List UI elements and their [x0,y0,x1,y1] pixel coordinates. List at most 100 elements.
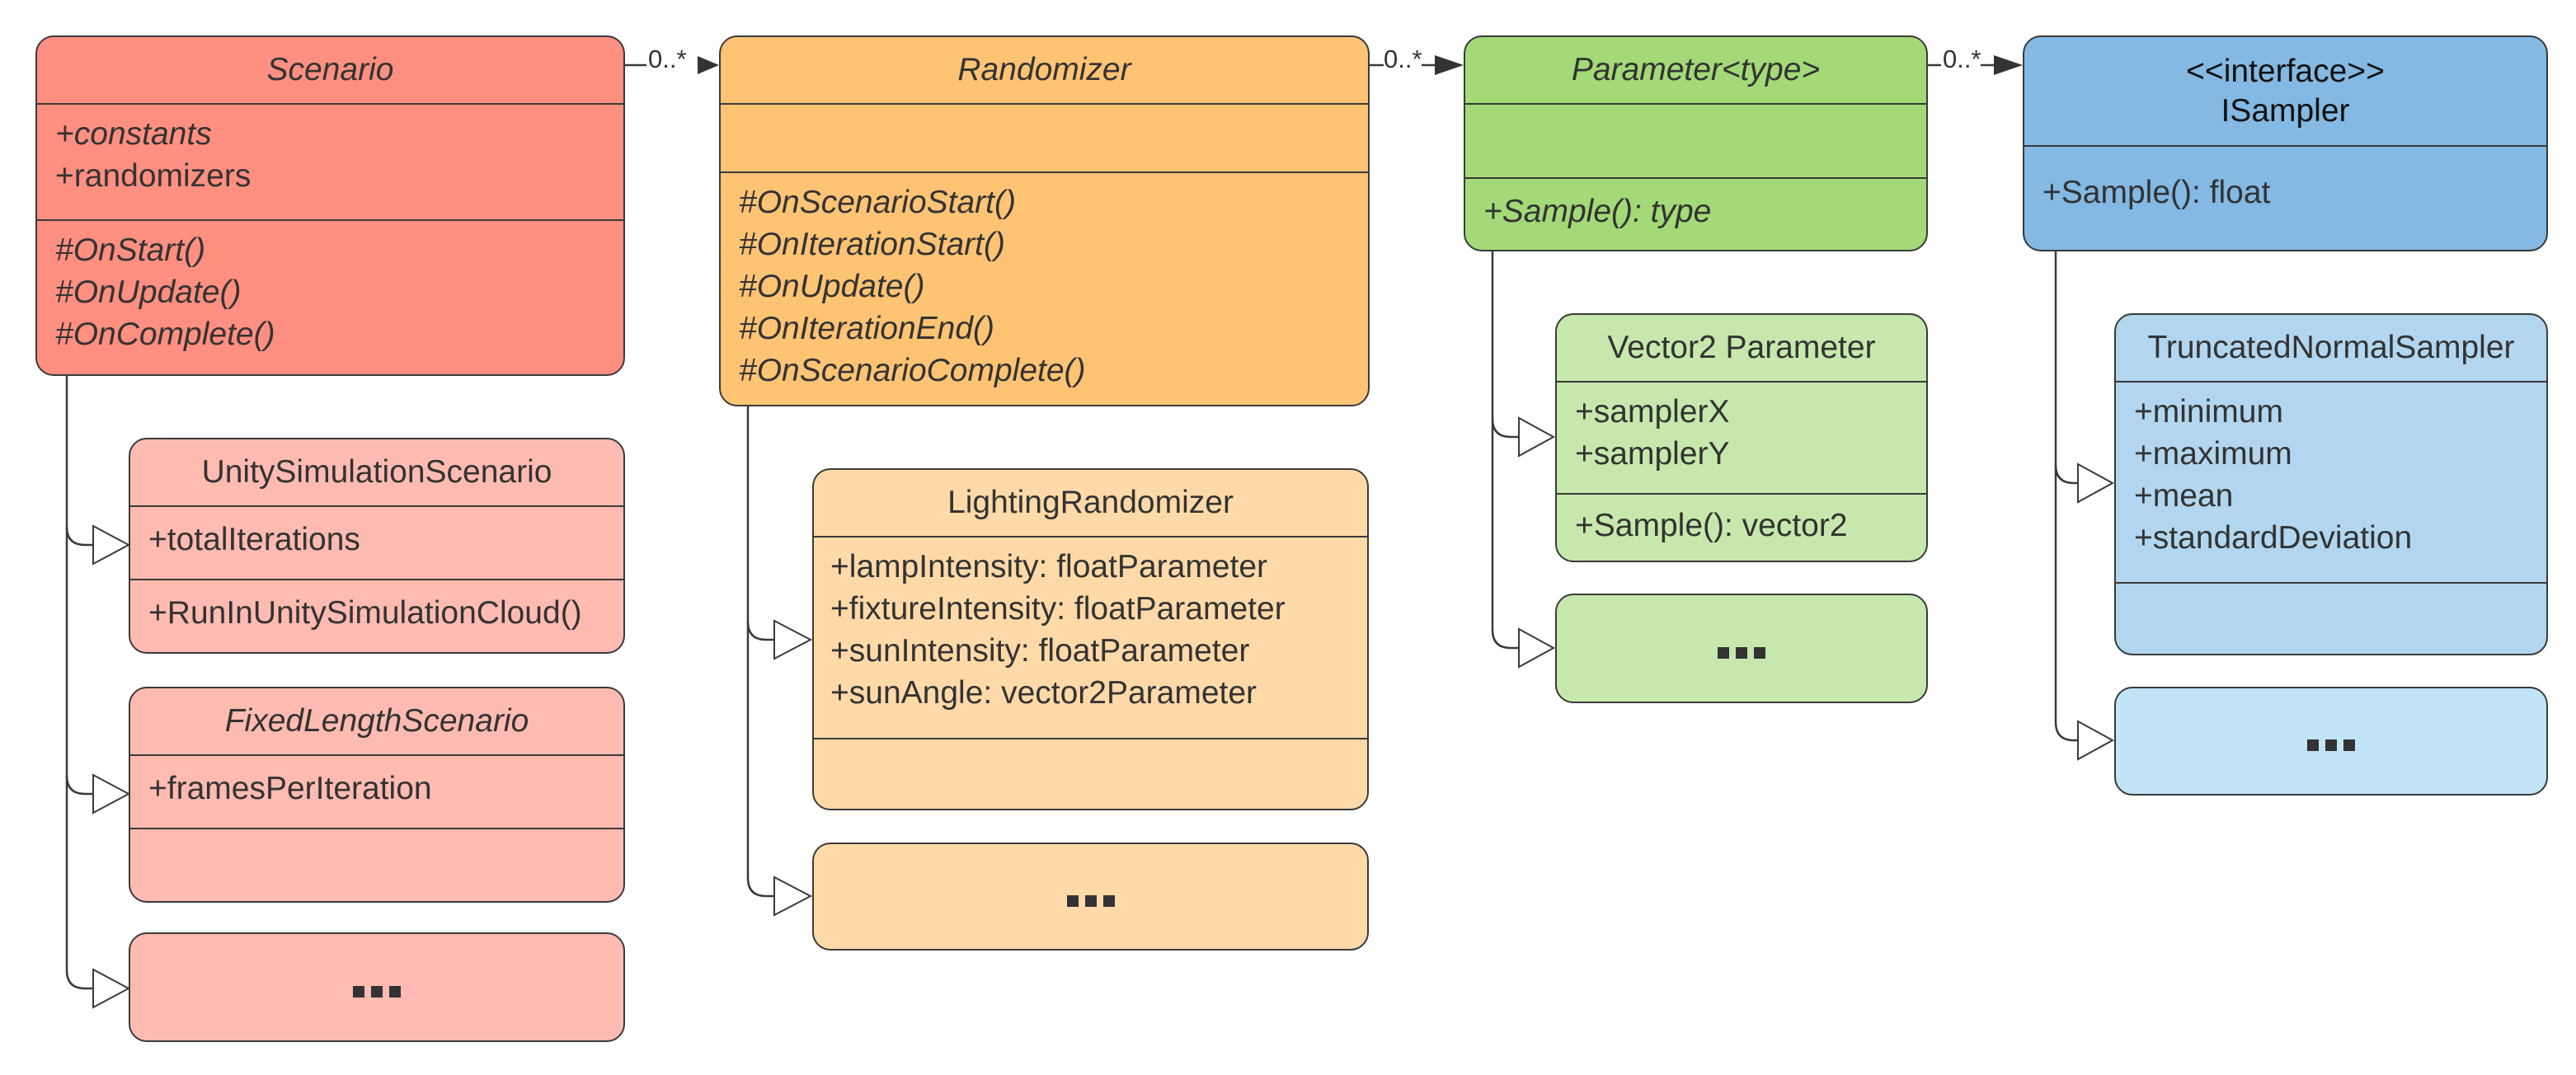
ellipsis-icon [2116,688,2546,794]
class-scenario-placeholder[interactable] [129,932,625,1042]
class-header: Randomizer [721,37,1368,103]
attributes-compartment: +lampIntensity: floatParameter +fixtureI… [814,536,1367,738]
attribute: +samplerX [1575,394,1730,430]
class-sampler-placeholder[interactable] [2114,687,2548,796]
attributes-compartment: +minimum +maximum +mean +standardDeviati… [2116,381,2546,582]
inheritance-branch-fls [65,775,93,796]
methods-compartment: #OnScenarioStart() #OnIterationStart() #… [721,171,1368,405]
class-header: Vector2 Parameter [1557,315,1926,381]
association-arrowhead-parameter [1435,55,1464,75]
inheritance-trunk-sampler [2054,251,2078,742]
methods-compartment [130,828,623,901]
method: #OnUpdate() [55,275,242,310]
class-header: Parameter<type> [1465,37,1926,103]
generalization-arrowhead-sampler-more [2077,720,2115,761]
methods-compartment: +Sample(): type [1465,177,1926,250]
method: #OnIterationEnd() [739,311,995,346]
methods-compartment: #OnStart() #OnUpdate() #OnComplete() [37,219,623,374]
class-name: Randomizer [957,52,1131,87]
multiplicity-label-randomizer-parameter: 0..* [1384,45,1422,73]
class-header: <<interface>> ISampler [2024,37,2546,145]
class-header: TruncatedNormalSampler [2116,315,2546,381]
method: #OnScenarioStart() [739,185,1016,220]
attributes-compartment [1465,103,1926,177]
methods-compartment: +Sample(): vector2 [1557,493,1926,561]
attribute: +lampIntensity: floatParameter [830,549,1268,584]
class-parameter-placeholder[interactable] [1555,594,1928,703]
generalization-arrowhead-randomizer-more [773,875,813,917]
ellipsis-icon [130,934,623,1040]
class-name: Vector2 Parameter [1607,330,1876,365]
generalization-arrowhead-fls [92,773,131,814]
attribute: +minimum [2134,394,2283,430]
methods-compartment [2116,582,2546,654]
ellipsis-icon [1557,595,1926,702]
method: #OnScenarioComplete() [739,353,1086,388]
methods-compartment: +RunInUnitySimulationCloud() [130,579,623,652]
method: +Sample(): float [2042,175,2271,210]
class-name: ISampler [2221,92,2350,129]
inheritance-branch-lighting [746,621,774,641]
method: +Sample(): type [1483,194,1712,229]
class-header: UnitySimulationScenario [130,439,623,505]
class-unity-simulation-scenario[interactable]: UnitySimulationScenario +totalIterations… [129,438,625,654]
class-name: Scenario [266,52,394,87]
attribute: +constants [55,116,212,152]
attribute: +sunAngle: vector2Parameter [830,675,1257,711]
class-scenario[interactable]: Scenario +constants +randomizers #OnStar… [35,35,625,376]
attributes-compartment: +constants +randomizers [37,103,623,219]
attribute: +standardDeviation [2134,520,2413,556]
attribute: +sunIntensity: floatParameter [830,633,1250,669]
method: #OnComplete() [55,317,275,352]
method: +RunInUnitySimulationCloud() [148,595,582,631]
stereotype-label: <<interface>> [2186,53,2385,89]
method: +Sample(): vector2 [1575,508,1848,543]
method: #OnStart() [55,232,206,268]
methods-compartment: +Sample(): float [2024,145,2546,250]
attributes-compartment: +framesPerIteration [130,754,623,828]
attribute: +maximum [2134,436,2292,472]
ellipsis-icon [814,844,1367,949]
class-vector2-parameter[interactable]: Vector2 Parameter +samplerX +samplerY +S… [1555,313,1928,562]
class-fixed-length-scenario[interactable]: FixedLengthScenario +framesPerIteration [129,687,625,903]
attribute: +fixtureIntensity: floatParameter [830,591,1286,627]
generalization-arrowhead-parameter-more [1518,627,1556,669]
class-name: UnitySimulationScenario [201,454,552,490]
inheritance-trunk-parameter [1491,251,1519,650]
class-name: TruncatedNormalSampler [2147,330,2515,365]
class-lighting-randomizer[interactable]: LightingRandomizer +lampIntensity: float… [812,468,1369,810]
inheritance-branch-vector2 [1491,418,1519,439]
class-header: Scenario [37,37,623,103]
class-header: LightingRandomizer [814,470,1367,536]
association-arrowhead-isampler [1994,55,2023,75]
attribute: +randomizers [55,158,251,194]
interface-isampler[interactable]: <<interface>> ISampler +Sample(): float [2023,35,2548,251]
methods-compartment [814,738,1367,809]
inheritance-branch-uss [65,526,93,547]
attribute: +mean [2134,478,2234,514]
multiplicity-label-scenario-randomizer: 0..* [648,45,687,73]
attributes-compartment: +totalIterations [130,505,623,579]
generalization-arrowhead-lighting [773,619,813,660]
class-truncated-normal-sampler[interactable]: TruncatedNormalSampler +minimum +maximum… [2114,313,2548,655]
attribute: +framesPerIteration [148,771,432,806]
generalization-arrowhead-scenario-more [92,968,131,1009]
generalization-arrowhead-uss [92,524,131,566]
attribute: +samplerY [1575,436,1730,472]
generalization-arrowhead-tns [2077,462,2115,504]
class-name: FixedLengthScenario [224,703,529,739]
class-randomizer[interactable]: Randomizer #OnScenarioStart() #OnIterati… [719,35,1370,406]
class-randomizer-placeholder[interactable] [812,843,1369,951]
inheritance-trunk-scenario [65,376,93,990]
association-arrowhead-randomizer [698,56,719,74]
attributes-compartment: +samplerX +samplerY [1557,381,1926,493]
class-parameter[interactable]: Parameter<type> +Sample(): type [1464,35,1928,251]
class-name: Parameter<type> [1571,52,1821,87]
generalization-arrowhead-vector2 [1518,416,1556,458]
inheritance-branch-tns [2054,464,2078,485]
class-header: FixedLengthScenario [130,688,623,754]
method: #OnIterationStart() [739,227,1005,262]
class-name: LightingRandomizer [947,485,1234,520]
method: #OnUpdate() [739,269,925,304]
